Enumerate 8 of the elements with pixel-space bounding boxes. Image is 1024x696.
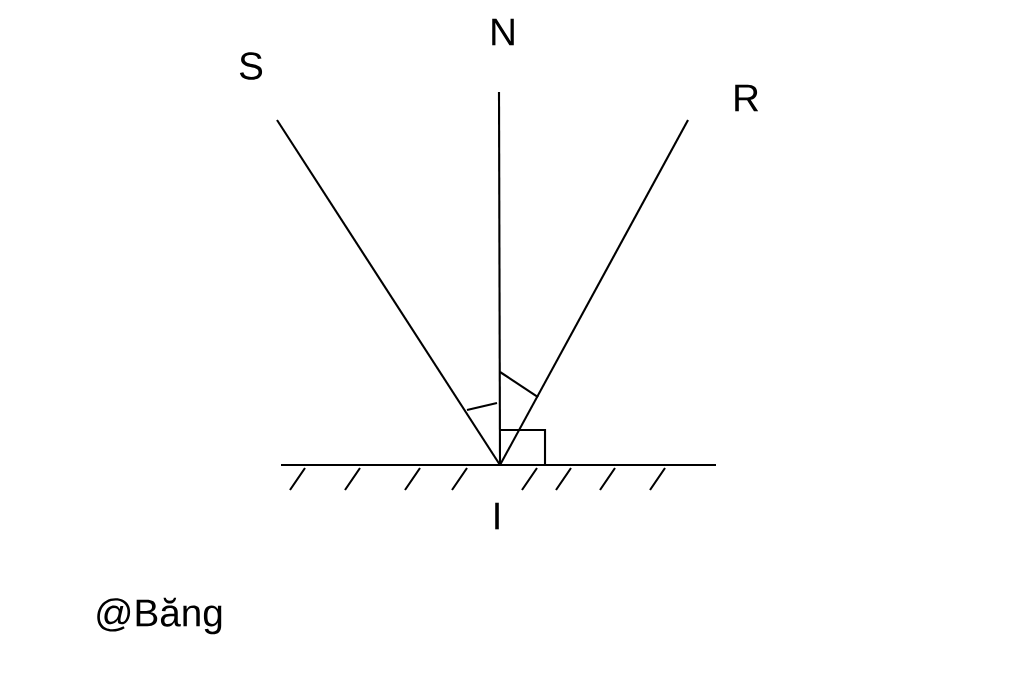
ray-line — [276, 119, 501, 466]
signature-text: @Băng — [97, 597, 222, 635]
point-label: S — [239, 52, 263, 80]
point-label: N — [492, 18, 514, 46]
ray-line — [499, 119, 689, 466]
ray-line — [497, 92, 502, 465]
point-label: R — [735, 84, 759, 112]
point-label: I — [495, 502, 499, 530]
